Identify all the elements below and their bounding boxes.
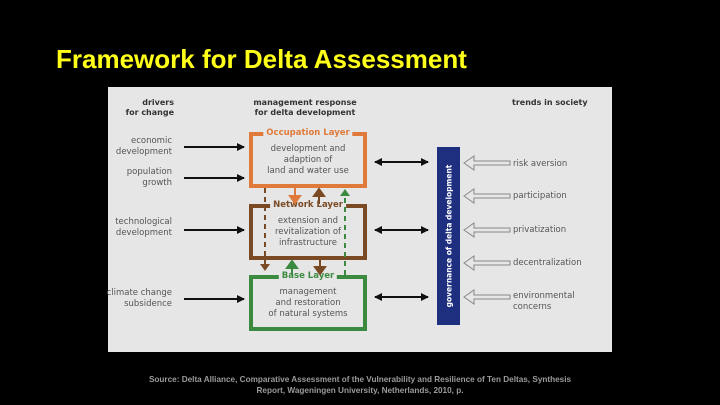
header-management-line2: for delta development: [254, 108, 356, 117]
driver-line: subsidence: [124, 298, 172, 309]
arrow-up-network-to-occupation: [312, 187, 326, 204]
header-drivers-line2: for change: [125, 108, 174, 117]
driver-technological-development: technological development: [110, 217, 172, 238]
occupation-layer-label: Occupation Layer: [263, 128, 353, 139]
layer-line: and restoration: [275, 298, 341, 308]
layer-line: revitalization of: [274, 227, 342, 237]
trend-line: risk aversion: [513, 159, 568, 169]
trend-arrow-participation: [463, 188, 511, 204]
header-management: management response for delta developmen…: [240, 98, 370, 118]
source-citation: Source: Delta Alliance, Comparative Asse…: [0, 374, 720, 396]
driver-economic-development: economic development: [110, 136, 172, 157]
arrow-down-network-to-base: [313, 260, 327, 276]
slide-title: Framework for Delta Assessment: [56, 44, 467, 74]
trend-line: participation: [513, 191, 567, 201]
trend-arrow-environmental: [463, 289, 511, 305]
governance-bar: governance of delta development: [437, 147, 460, 325]
network-layer-label: Network Layer: [270, 200, 346, 211]
trend-arrow-decentralization: [463, 255, 511, 271]
arrow-down-occupation-to-network: [288, 188, 302, 205]
driver-line: climate change: [106, 288, 172, 298]
header-management-line1: management response: [253, 98, 357, 107]
layer-line: adaption of: [283, 155, 333, 165]
trend-participation: participation: [513, 191, 567, 202]
base-layer-description: management and restoration of natural sy…: [253, 287, 363, 320]
network-layer-box: Network Layer extension and revitalizati…: [249, 200, 367, 260]
header-drivers-line1: drivers: [142, 98, 174, 107]
trend-risk-aversion: risk aversion: [513, 159, 567, 170]
trend-line: concerns: [513, 301, 552, 312]
driver-line: development: [115, 227, 172, 238]
trend-arrow-risk-aversion: [463, 155, 511, 171]
layer-line: of natural systems: [268, 309, 348, 319]
trend-line: environmental: [513, 291, 575, 301]
driver-climate-change-subsidence: climate change subsidence: [106, 288, 172, 309]
source-line1: Source: Delta Alliance, Comparative Asse…: [148, 375, 572, 384]
header-drivers: drivers for change: [120, 98, 174, 118]
layer-line: extension and: [277, 216, 339, 226]
arrowhead-down-dashed-brown: [260, 264, 270, 271]
driver-line: population: [126, 167, 172, 177]
arrowhead-up-green: [340, 189, 350, 196]
occupation-layer-box: Occupation Layer development and adaptio…: [249, 128, 367, 188]
arrow-up-base-to-network: [285, 259, 299, 275]
trend-line: privatization: [513, 225, 567, 235]
driver-line: development: [115, 146, 172, 157]
layer-line: management: [279, 287, 337, 297]
trend-decentralization: decentralization: [513, 258, 582, 269]
driver-line: growth: [142, 177, 172, 188]
trend-arrow-privatization: [463, 222, 511, 238]
layer-line: infrastructure: [278, 238, 338, 248]
base-layer-box: Base Layer management and restoration of…: [249, 271, 367, 331]
layer-line: land and water use: [267, 166, 349, 176]
driver-line: economic: [130, 136, 172, 146]
base-layer-label: Base Layer: [278, 271, 338, 282]
trend-privatization: privatization: [513, 225, 566, 236]
occupation-layer-description: development and adaption of land and wat…: [253, 144, 363, 177]
trend-line: decentralization: [513, 258, 582, 268]
source-line2: Report, Wageningen University, Netherlan…: [256, 386, 464, 395]
driver-population-growth: population growth: [110, 167, 172, 188]
layer-line: development and: [270, 144, 346, 154]
header-trends: trends in society: [512, 98, 588, 107]
network-layer-description: extension and revitalization of infrastr…: [253, 216, 363, 249]
diagram-panel: [108, 87, 612, 352]
trend-environmental-concerns: environmental concerns: [513, 291, 575, 312]
driver-line: technological: [115, 217, 172, 227]
